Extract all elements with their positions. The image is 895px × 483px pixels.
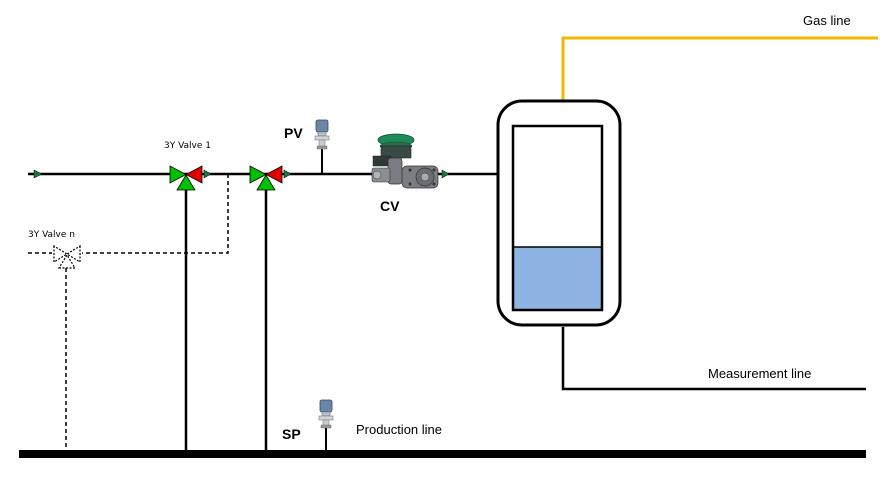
dashed-bypass-lines	[28, 174, 229, 450]
control-valve-icon	[371, 133, 439, 189]
sp-label: SP	[282, 426, 301, 442]
separator-sight-glass	[511, 124, 604, 312]
separator-liquid-level	[513, 247, 602, 310]
three-way-valve-1-icon	[169, 165, 203, 191]
sp-pressure-transmitter-icon	[318, 399, 334, 429]
three-way-valve-2-icon	[249, 165, 283, 191]
production-line-pipe	[19, 450, 866, 458]
valve-1-label: 3Y Valve 1	[164, 141, 212, 151]
measurement-line-pipe	[561, 327, 866, 391]
flow-arrow-icon	[33, 169, 450, 179]
pv-label: PV	[284, 125, 303, 141]
measurement-line-label: Measurement line	[708, 366, 812, 381]
production-line-label: Production line	[356, 422, 442, 437]
cv-label: CV	[380, 198, 400, 214]
gas-line-label: Gas line	[803, 13, 851, 28]
three-way-valve-n-icon	[53, 244, 81, 269]
valve-n-label: 3Y Valve n	[28, 230, 75, 240]
gas-line-pipe	[561, 36, 878, 100]
pv-pressure-transmitter-icon	[314, 119, 330, 150]
